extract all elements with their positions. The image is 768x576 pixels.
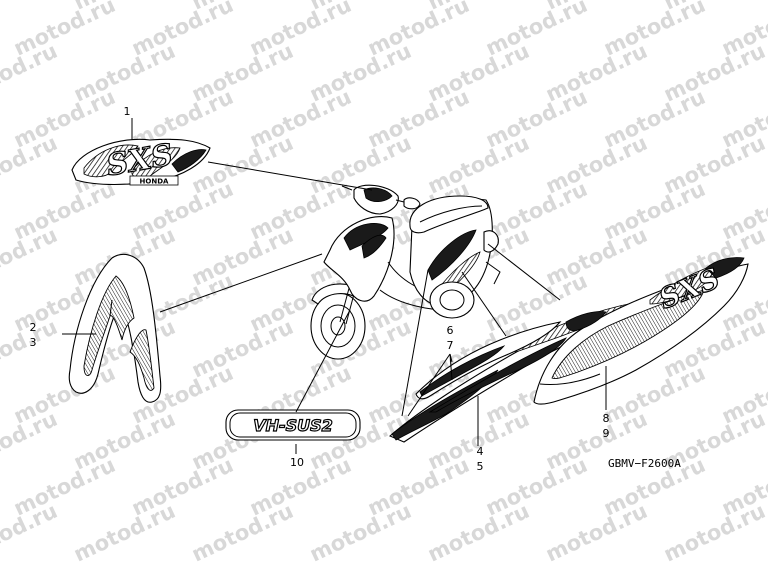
scooter-illustration <box>310 184 501 360</box>
callout-4: 4 <box>477 445 484 458</box>
watermark-text: motod.ru <box>0 0 61 15</box>
side-decal-text: SXS <box>654 262 724 316</box>
watermark-text: motod.ru <box>306 499 415 567</box>
watermark-text: motod.ru <box>542 499 651 567</box>
callout-2: 2 <box>30 321 37 334</box>
callout-7: 7 <box>447 339 454 352</box>
callout-6: 6 <box>447 324 454 337</box>
watermark-text: motod.ru <box>424 499 533 567</box>
watermark-text: motod.ru <box>660 499 768 567</box>
watermark-text: motod.ru <box>0 499 61 567</box>
callout-9: 9 <box>603 427 610 440</box>
callout-10: 10 <box>290 456 304 469</box>
callout-numbers: 1 2 3 6 7 4 5 8 9 10 <box>30 105 610 473</box>
callout-3: 3 <box>30 336 37 349</box>
diagram-code: GBMV−F2600A <box>608 457 681 470</box>
emblem-brand-text: HONDA <box>140 178 169 186</box>
watermark-text: motod.ru <box>0 223 61 291</box>
callout-8: 8 <box>603 412 610 425</box>
emblem-decal: HONDA <box>71 138 211 186</box>
watermark-text: motod.ru <box>0 131 61 199</box>
badge-text: VH-SUS2 <box>253 416 333 435</box>
leader-lines <box>62 118 607 454</box>
vh-sus2-badge: VH-SUS2 <box>225 409 361 441</box>
watermark-text: motod.ru <box>70 499 179 567</box>
watermark-text: motod.ru <box>188 499 297 567</box>
front-stripe-decal <box>68 253 162 403</box>
callout-1: 1 <box>124 105 131 118</box>
callout-5: 5 <box>477 460 484 473</box>
watermark-text: motod.ru <box>0 407 61 475</box>
watermark-text: motod.ru <box>0 39 61 107</box>
rear-panel-decal <box>533 257 749 405</box>
